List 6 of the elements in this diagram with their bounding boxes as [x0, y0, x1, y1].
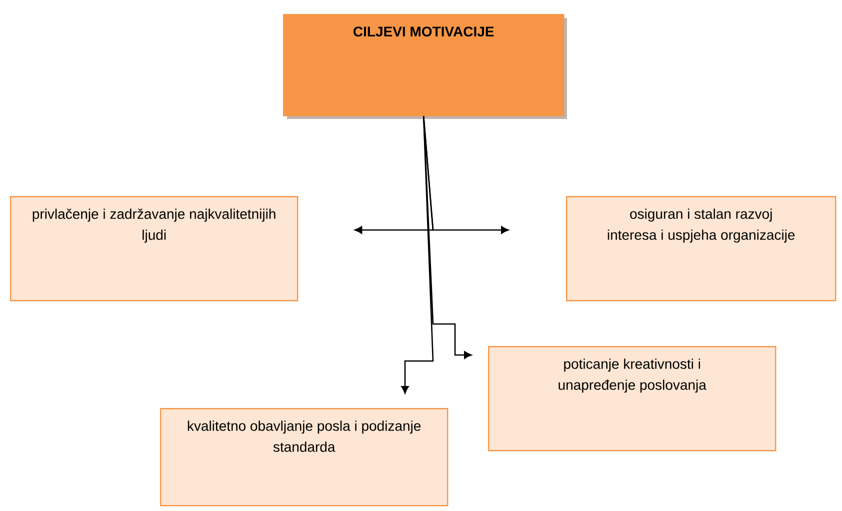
- title-box: CILJEVI MOTIVACIJE: [283, 14, 567, 119]
- goal-box: kvalitetno obavljanje posla i podizanje standarda: [160, 408, 448, 506]
- goal-box: privlačenje i zadržavanje najkvalitetnijih ljudi: [10, 196, 298, 302]
- arrow: [401, 116, 434, 394]
- goal-box: poticanje kreativnosti i unapređenje poslovanja: [488, 346, 776, 452]
- goal-box: osiguran i stalan razvoj interesa i uspjeha organizacije: [566, 196, 836, 302]
